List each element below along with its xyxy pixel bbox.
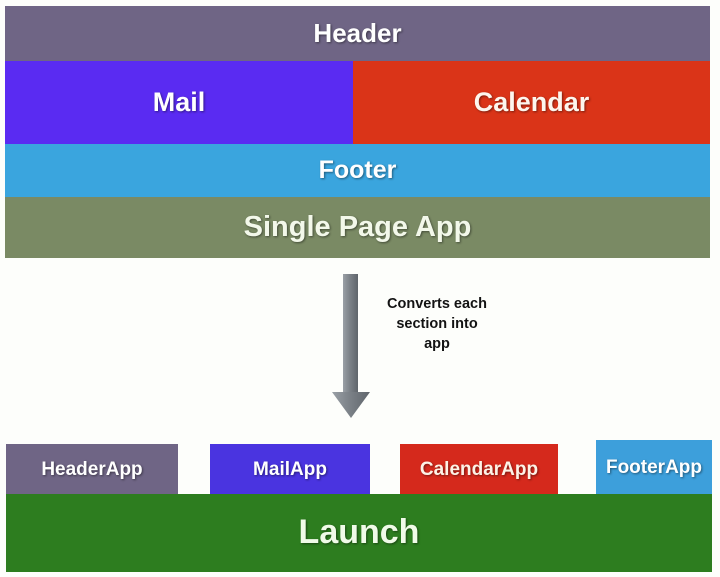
spa-mail-section: Mail (5, 61, 353, 144)
footer-app-box: FooterApp (596, 440, 712, 495)
mail-app-box: MailApp (210, 444, 370, 495)
conversion-caption: Converts each section into app (387, 296, 487, 352)
spa-header-section: Header (5, 6, 710, 61)
launch-platform-label: Launch (6, 494, 712, 572)
spa-calendar-section: Calendar (353, 61, 710, 144)
header-app-box: HeaderApp (6, 444, 178, 495)
down-arrow-icon (332, 274, 370, 418)
spa-root-label: Single Page App (5, 197, 710, 258)
spa-footer-section: Footer (5, 144, 710, 197)
calendar-app-box: CalendarApp (400, 444, 558, 495)
